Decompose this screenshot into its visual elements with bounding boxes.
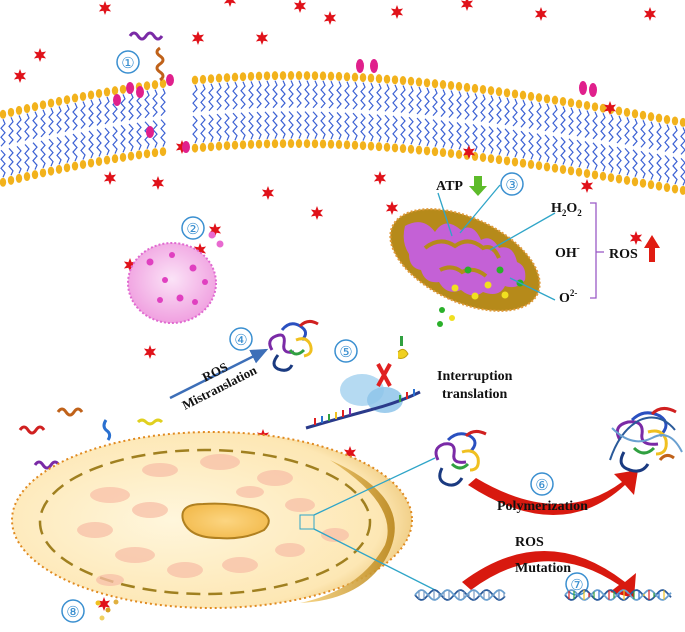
ros-star-icon [191,31,205,45]
interruption-label-line1: Interruption [437,369,513,384]
ros-star-icon [310,206,324,220]
peptide-fragments-left [18,407,164,470]
step-2-label: ② [186,221,199,238]
ros-star-icon [603,101,617,115]
cell-membrane [0,71,685,195]
ros-star-icon [293,0,307,13]
mito-leader-lines [437,184,556,301]
step-5-marker: ⑤ [334,339,358,363]
protein-aggregate [609,407,683,473]
ros-mutation-label: ROS [515,535,544,550]
ros-star-icon [534,7,548,21]
atp-label: ATP [436,179,463,194]
polymerization-label: Polymerization [497,499,588,514]
ros-star-icon [193,243,207,257]
ros-star-icon [13,69,27,83]
interruption-label-line2: translation [442,387,508,402]
oh-label: OH- [555,243,580,261]
ros-star-icon [255,31,269,45]
step-8-label: ⑧ [66,604,79,621]
atp-label-group: ATP [436,176,487,196]
ros-star-icon [343,446,357,460]
ros-star-icon [123,258,137,272]
ros-star-icon [390,5,404,19]
mistranslation-arrow: ROS Mistranslation [169,348,269,413]
zoom-lines [313,457,436,591]
step-8-marker: ⑧ [61,599,85,623]
ros-increase-arrow-icon [644,235,660,262]
misfolded-protein-monomer [434,429,487,487]
ribosome-translation [305,336,421,430]
step-2-marker: ② [181,216,205,240]
ros-star-icon [462,145,476,159]
polymerization-arrow: Polymerization [468,470,638,515]
dna-helices [414,589,672,601]
released-particles [95,599,119,621]
lysosome-vesicle [127,231,224,324]
ros-star-icon [643,7,657,21]
ros-star-icon [385,201,399,215]
ros-star-icon [261,186,275,200]
ros-star-icon [629,231,643,245]
ros-star-icon [580,179,594,193]
step-3-label: ③ [505,177,518,194]
mutation-label: Mutation [515,561,571,576]
mutation-arrow: ROS Mutation [462,535,636,598]
membrane-pore-proteins [113,59,597,153]
o2-label: O2- [559,288,577,306]
h2o2-label: H2O2 [551,201,582,218]
misfolded-protein-small [268,319,319,372]
ros-bracket [590,202,597,299]
step-1-label: ① [121,55,134,72]
ros-star-icon [223,0,237,7]
block-x-icon [376,363,392,387]
ros-star-icon [323,11,337,25]
step-6-label: ⑥ [535,477,548,494]
ros-label: ROS [609,247,638,262]
ros-star-icon [373,171,387,185]
step-3-marker: ③ [500,172,524,196]
ros-star-icon [208,223,222,237]
ros-species: H2O2 OH- O2- ROS [551,201,660,306]
ros-star-icon [97,597,111,611]
step-4-label: ④ [234,332,247,349]
peptide-fragments-top [128,31,165,82]
step-4-marker: ④ [229,327,253,351]
ros-star-icon [143,345,157,359]
step-1-marker: ① [116,50,140,74]
ros-star-icon [460,0,474,11]
step-5-label: ⑤ [339,344,352,361]
cell-nucleus [11,431,413,609]
atp-decrease-arrow-icon [469,176,487,196]
ros-star-icon [103,171,117,185]
ros-star-icon [151,176,165,190]
ros-star-icon [33,48,47,62]
ros-star-icon [98,1,112,15]
mitochondrion [389,208,541,327]
step-6-marker: ⑥ [530,472,554,496]
